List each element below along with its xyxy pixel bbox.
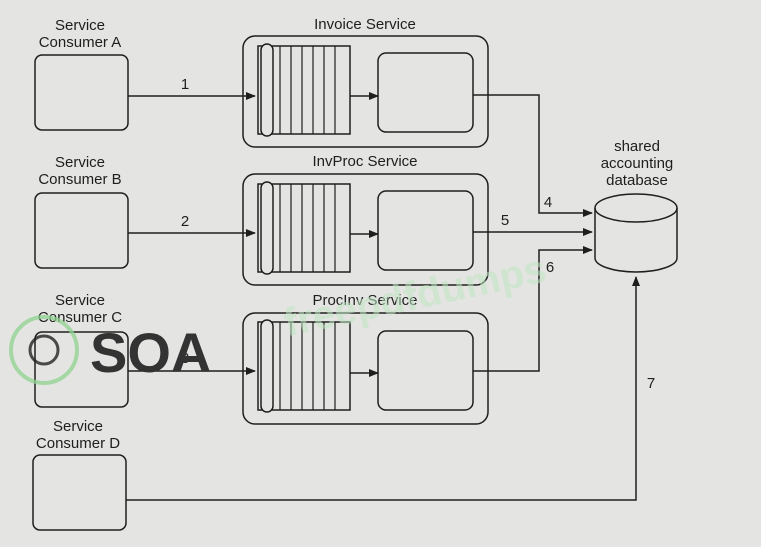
queue-frame — [257, 183, 351, 273]
connector-label-1: 1 — [181, 76, 189, 93]
consumer-d-label-2: Consumer D — [36, 435, 120, 452]
database-cylinder-body — [594, 208, 678, 273]
procinv-service-container — [242, 312, 489, 425]
database-label-3: database — [606, 172, 668, 189]
procinv-service-logic — [377, 330, 474, 411]
procinv-service-label: ProcInv Service — [312, 292, 417, 309]
invproc-service-label: InvProc Service — [312, 153, 417, 170]
invoice-service-container — [242, 35, 489, 148]
consumer-d-label-1: Service — [53, 418, 103, 435]
invoice-service: Invoice Service — [242, 16, 489, 148]
consumer-b-box — [34, 192, 129, 269]
consumer-c-label-1: Service — [55, 292, 105, 309]
connector-label-6: 6 — [546, 259, 554, 276]
queue-cap — [260, 319, 274, 413]
watermark-logo-icon — [9, 315, 79, 385]
invoice-message-queue — [257, 43, 351, 137]
consumer-a-label-2: Consumer A — [39, 34, 122, 51]
consumer-a-box — [34, 54, 129, 131]
consumer-d: Service Consumer D — [32, 418, 127, 531]
invproc-service: InvProc Service — [242, 153, 489, 286]
connector-label-5: 5 — [501, 212, 509, 229]
invoice-service-label: Invoice Service — [314, 16, 416, 33]
connector-4 — [473, 94, 593, 217]
consumer-a: Service Consumer A — [34, 17, 129, 131]
consumer-c: Service Consumer C — [34, 292, 129, 408]
invproc-service-container — [242, 173, 489, 286]
consumer-b: Service Consumer B — [34, 154, 129, 269]
invproc-message-queue — [257, 181, 351, 275]
queue-frame — [257, 45, 351, 135]
database-cylinder-top — [594, 193, 678, 223]
consumer-b-label-1: Service — [55, 154, 105, 171]
database-label-1: shared — [614, 138, 660, 155]
connector-6 — [473, 246, 593, 372]
invoice-service-logic — [377, 52, 474, 133]
shared-accounting-database: shared accounting database — [594, 138, 678, 273]
consumer-b-label-2: Consumer B — [38, 171, 121, 188]
procinv-message-queue — [257, 319, 351, 413]
queue-cap — [260, 43, 274, 137]
queue-frame — [257, 321, 351, 411]
invproc-service-logic — [377, 190, 474, 271]
watermark-logo-text: SOA — [90, 321, 211, 384]
connector-7 — [126, 276, 640, 501]
queue-cap — [260, 181, 274, 275]
connector-label-4: 4 — [544, 194, 552, 211]
database-label-2: accounting — [601, 155, 674, 172]
connector-label-7: 7 — [647, 375, 655, 392]
consumer-a-label-1: Service — [55, 17, 105, 34]
consumer-d-box — [32, 454, 127, 531]
connector-label-2: 2 — [181, 213, 189, 230]
consumer-c-box — [34, 331, 129, 408]
connector-label-3: 3 — [181, 350, 189, 367]
